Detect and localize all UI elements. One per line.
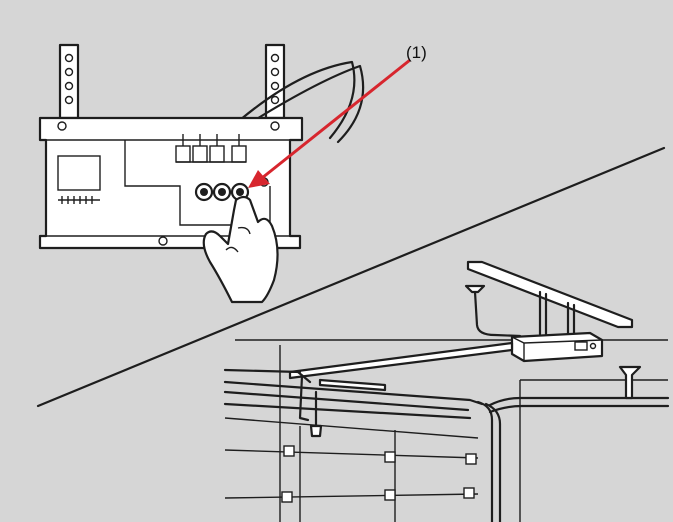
label-panel	[57, 155, 101, 191]
callout-label: (1)	[406, 43, 427, 62]
wire-2	[253, 64, 365, 144]
vent-slots	[58, 196, 100, 204]
terminal-block	[175, 134, 247, 163]
door-seam-2	[224, 493, 479, 499]
door-hinges	[281, 445, 477, 503]
ceiling-outlet	[464, 284, 486, 294]
release-handle	[309, 424, 323, 438]
control-area-outline	[124, 140, 271, 226]
callout-arrow	[261, 58, 411, 180]
track-curve-front	[476, 400, 494, 522]
opener-closeup	[38, 43, 365, 304]
hanger-bracket-left	[58, 43, 80, 120]
hand-pointer-icon	[202, 195, 279, 304]
track-right-upper	[488, 396, 670, 407]
track-right-lower	[488, 404, 670, 414]
wire-1	[238, 60, 356, 140]
garage-scene	[223, 260, 670, 522]
track-left-lower	[223, 390, 470, 412]
corner-bracket	[618, 365, 642, 400]
opener-motor-unit	[510, 331, 604, 363]
opener-rail	[288, 341, 514, 380]
track-curve-front-2	[484, 402, 502, 522]
callout-arrowhead	[248, 170, 270, 188]
scene-divider	[36, 146, 666, 408]
track-left-bottom	[223, 402, 472, 420]
release-arm	[298, 374, 310, 422]
track-left-top	[223, 368, 302, 374]
door-top-edge	[224, 417, 479, 439]
power-cable	[473, 290, 522, 338]
track-reinforcement	[318, 378, 387, 392]
door-seam-1	[224, 449, 479, 459]
rail-bracket	[296, 370, 312, 384]
ceiling-rail	[466, 260, 634, 329]
callout-1: (1)	[248, 43, 427, 188]
